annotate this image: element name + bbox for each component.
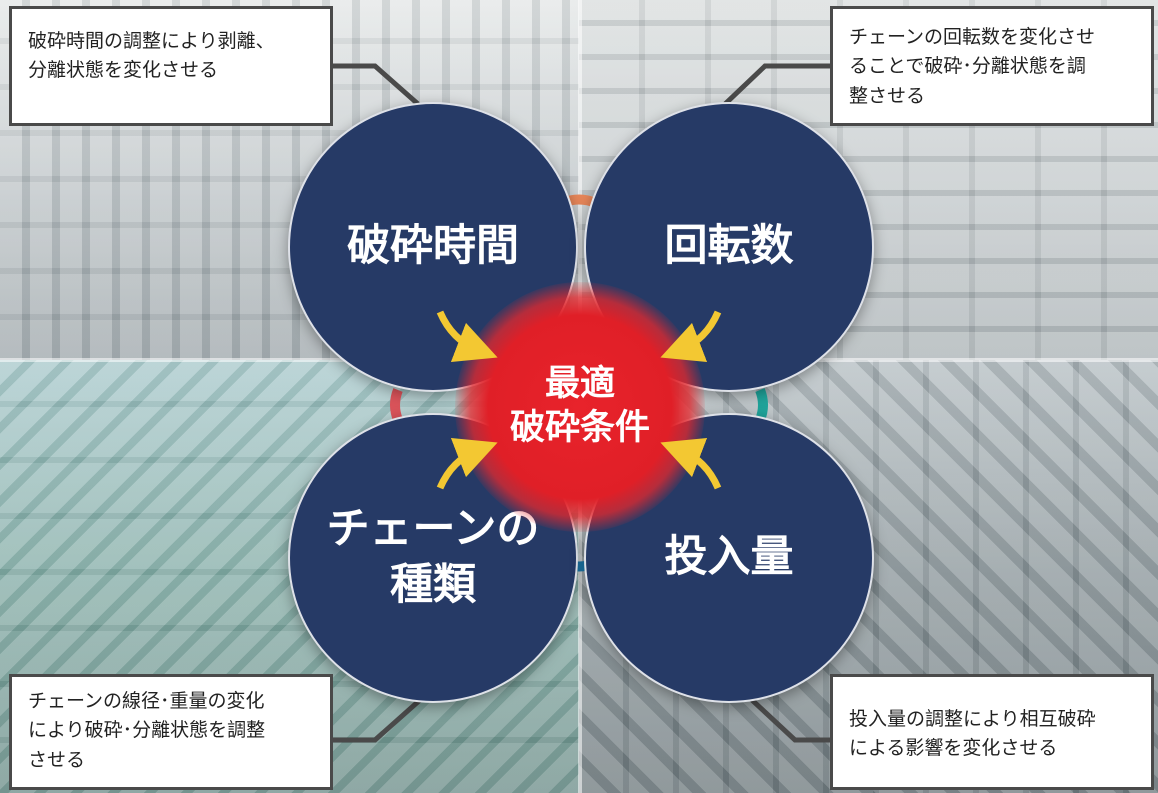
factor-chain-type-text: チェーンの 種類 [318,502,548,614]
callout-chain-type-line3: させる [28,748,86,771]
center-line2: 破砕条件 [509,408,650,448]
leader-line-bottom-left [333,698,422,743]
callout-input-amount: 投入量の調整により相互破砕 による影響を変化させる [830,674,1154,790]
leader-line-top-right [723,63,830,106]
callout-crush-time-line2: 分離状態を変化させる [28,59,219,82]
leader-line-bottom-right [750,698,830,743]
arrow-top-right-icon [660,310,722,363]
callout-rotation: チェーンの回転数を変化させ ることで破砕･分離状態を調 整させる [830,6,1154,126]
callout-chain-type-line2: により破砕･分離状態を調整 [28,719,266,742]
callout-chain-type: チェーンの線径･重量の変化 により破砕･分離状態を調整 させる [9,674,333,790]
arrow-bottom-left-icon [436,437,498,490]
arrow-top-left-icon [436,310,498,363]
callout-rotation-line3: 整させる [849,84,926,107]
leader-line-top-left [333,63,420,106]
factor-input-amount-label: 投入量 [664,532,794,583]
arrow-bottom-right-icon [660,437,722,490]
factor-chain-type-line2: 種類 [390,560,476,610]
factor-chain-type-line1: チェーンの [326,504,540,555]
callout-crush-time-line1: 破砕時間の調整により剥離、 [28,30,275,52]
callout-rotation-line1: チェーンの回転数を変化させ [849,26,1096,48]
callout-rotation-line2: ることで破砕･分離状態を調 [849,55,1086,78]
callout-input-amount-line2: による影響を変化させる [849,737,1058,760]
callout-input-amount-line1: 投入量の調整により相互破砕 [849,708,1096,730]
callout-crush-time: 破砕時間の調整により剥離、 分離状態を変化させる [9,6,333,126]
callout-chain-type-line1: チェーンの線径･重量の変化 [28,690,265,712]
center-line1: 最適 [544,364,615,405]
factor-crush-time-label: 破砕時間 [347,221,519,272]
factor-rotation-label: 回転数 [664,221,794,272]
